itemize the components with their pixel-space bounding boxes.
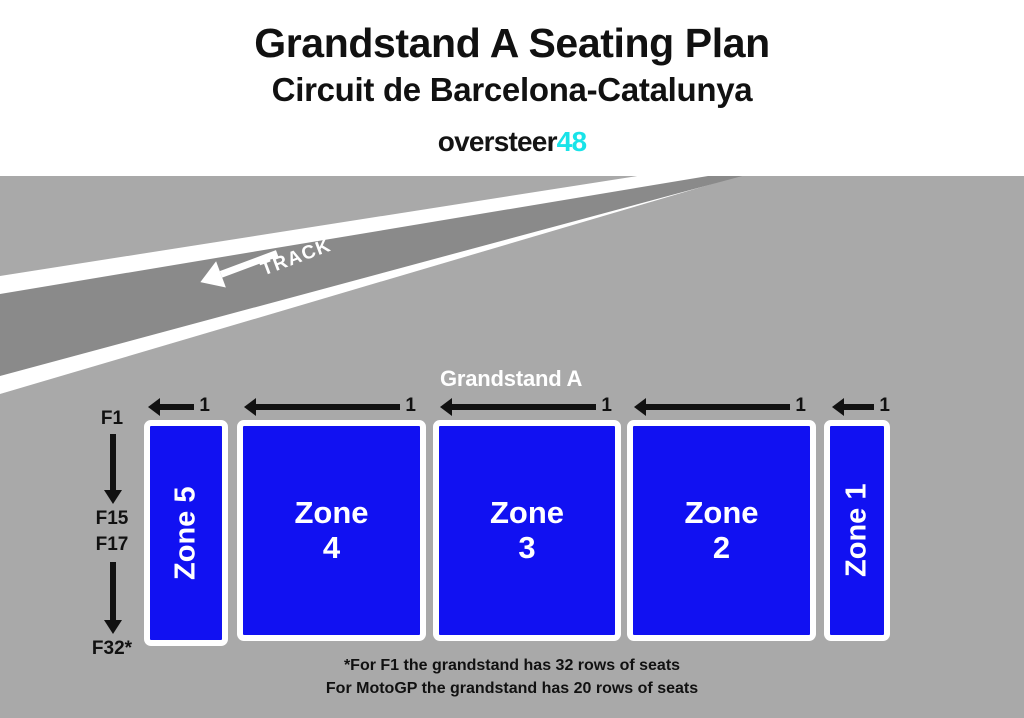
row-arrow-bottom — [104, 562, 122, 634]
zone-label-5: Zone 5 — [169, 486, 202, 580]
zone-block-5[interactable]: Zone 5 — [144, 420, 228, 646]
seat-arrow-zone-1: 1 — [832, 395, 890, 424]
track-surface — [0, 176, 743, 376]
zone-block-1[interactable]: Zone 1 — [824, 420, 890, 641]
row-arrow-top — [104, 434, 122, 504]
row-label-f1: F1 — [100, 408, 124, 429]
grandstand-heading: Grandstand A — [440, 366, 583, 391]
page-title: Grandstand A Seating Plan — [254, 20, 770, 66]
seat-arrow-zone-4: 1 — [244, 395, 416, 424]
brand-logo-number: 48 — [556, 126, 587, 157]
row-label-f17: F17 — [95, 534, 129, 555]
footnote-f1: *For F1 the grandstand has 32 rows of se… — [343, 657, 681, 674]
seat-number-zone-1: 1 — [879, 395, 890, 416]
arrow-down-icon — [104, 562, 122, 634]
arrow-left-icon — [244, 398, 400, 416]
track-direction-arrow — [200, 250, 279, 288]
seat-arrow-zone-2: 1 — [634, 395, 806, 424]
header: Grandstand A Seating Plan Circuit de Bar… — [0, 0, 1024, 176]
page-subtitle: Circuit de Barcelona-Catalunya — [271, 71, 753, 108]
seating-map: TRACK Grandstand A 1 1 1 — [0, 176, 1024, 718]
zone-label-1: Zone 1 — [840, 483, 873, 578]
arrow-left-icon — [440, 398, 596, 416]
brand-logo: oversteer48 — [0, 128, 1024, 156]
track-outer-white — [0, 176, 739, 394]
footnote-motogp: For MotoGP the grandstand has 20 rows of… — [325, 680, 699, 698]
seat-number-zone-3: 1 — [601, 395, 612, 416]
seat-arrow-zone-3: 1 — [440, 395, 612, 424]
arrow-down-icon — [104, 434, 122, 504]
arrow-left-icon — [148, 398, 194, 416]
footnotes: *For F1 the grandstand has 32 rows of se… — [0, 654, 1024, 700]
row-label-f15: F15 — [95, 508, 129, 529]
seat-number-zone-2: 1 — [795, 395, 806, 416]
seat-arrow-zone-5: 1 — [148, 395, 210, 424]
track-graphic — [0, 176, 743, 394]
brand-logo-word: oversteer — [437, 126, 558, 157]
arrow-left-icon — [832, 398, 874, 416]
seat-number-zone-5: 1 — [199, 395, 210, 416]
seat-number-zone-4: 1 — [405, 395, 416, 416]
arrow-left-icon — [634, 398, 790, 416]
row-label-f32: F32* — [91, 638, 133, 659]
